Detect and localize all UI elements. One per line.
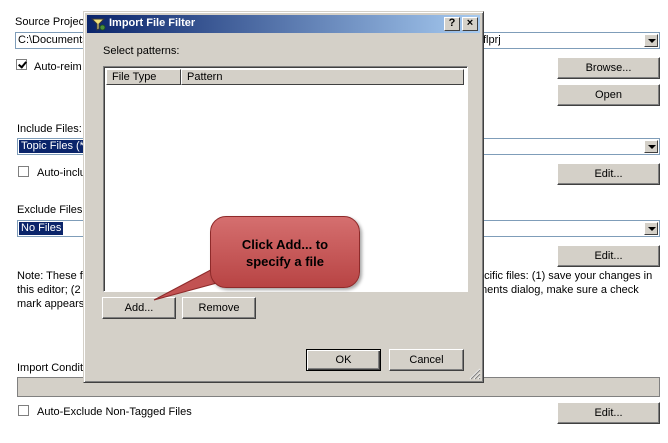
auto-reimport-checkbox[interactable] (16, 59, 27, 70)
auto-include-label: Auto-inclu (37, 167, 86, 179)
exclude-edit-button[interactable]: Edit... (557, 245, 660, 267)
callout-tooltip: Click Add... to specify a file (210, 216, 360, 288)
exclude-files-label: Exclude Files: (17, 204, 86, 216)
column-header-pattern[interactable]: Pattern (181, 69, 464, 85)
include-files-value: Topic Files (* (19, 140, 86, 153)
column-header-file-type[interactable]: File Type (106, 69, 181, 85)
note-line3-left: mark appears (17, 298, 85, 310)
ok-button[interactable]: OK (306, 349, 381, 371)
note-line2-left: this editor; (2 (17, 284, 81, 296)
auto-reimport-label: Auto-reim (34, 61, 82, 73)
note-line1-left: Note: These f (17, 270, 83, 282)
callout-line1: Click Add... to (241, 237, 329, 252)
chevron-down-icon[interactable] (644, 140, 658, 153)
cancel-button[interactable]: Cancel (389, 349, 464, 371)
note-line2-right: ments dialog, make sure a check (478, 284, 639, 296)
source-project-value-suffix: flprj (483, 34, 501, 46)
add-button[interactable]: Add... (102, 297, 176, 319)
exclude-files-value: No Files (19, 222, 64, 235)
import-conditions-label: Import Condit (17, 362, 84, 374)
source-project-value: C:\Documents (18, 34, 88, 46)
browse-button[interactable]: Browse... (557, 57, 660, 79)
chevron-down-icon[interactable] (644, 222, 658, 235)
open-button[interactable]: Open (557, 84, 660, 106)
auto-exclude-edit-button[interactable]: Edit... (557, 402, 660, 424)
filter-icon (90, 18, 106, 31)
select-patterns-label: Select patterns: (103, 45, 180, 57)
import-file-filter-dialog: Import File Filter ? × Select patterns: … (83, 11, 484, 383)
auto-exclude-checkbox[interactable] (18, 405, 29, 416)
auto-exclude-label: Auto-Exclude Non-Tagged Files (37, 406, 192, 418)
dialog-titlebar[interactable]: Import File Filter ? × (87, 15, 480, 33)
chevron-down-icon[interactable] (644, 34, 658, 47)
resize-grip-icon[interactable] (469, 368, 481, 380)
callout-line2: specify a file (245, 254, 325, 269)
help-button[interactable]: ? (444, 17, 460, 31)
note-line1-right: ecific files: (1) save your changes in (478, 270, 653, 282)
remove-button[interactable]: Remove (182, 297, 256, 319)
close-button[interactable]: × (462, 17, 478, 31)
dialog-title: Import File Filter (109, 17, 196, 29)
source-project-label: Source Project (15, 16, 88, 28)
include-files-label: Include Files: (17, 123, 82, 135)
auto-include-checkbox[interactable] (18, 166, 29, 177)
include-edit-button[interactable]: Edit... (557, 163, 660, 185)
